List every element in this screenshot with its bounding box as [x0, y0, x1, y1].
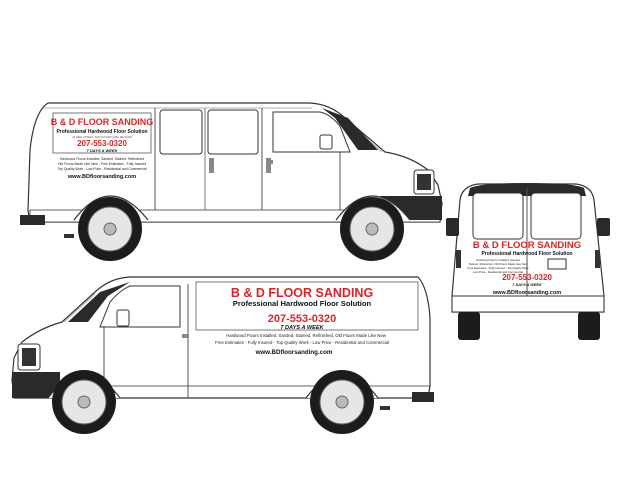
- rear-company-name: B & D FLOOR SANDING: [473, 240, 581, 251]
- side-company-name: B & D FLOOR SANDING: [231, 286, 373, 300]
- top-phone: 207-553-0320: [77, 139, 127, 148]
- top-services-2: Old Floors Made Like New - Free Estimate…: [58, 162, 146, 166]
- rear-services-1: Hardwood Floors Installed, Sanded: [476, 258, 520, 262]
- wheel-rear: [78, 197, 142, 261]
- side-phone: 207-553-0320: [268, 313, 337, 325]
- top-tagline: Professional Hardwood Floor Solution: [56, 129, 147, 135]
- top-hours: 7 DAYS A WEEK: [87, 148, 119, 153]
- top-company-name: B & D FLOOR SANDING: [51, 117, 154, 127]
- top-services-3: Top Quality Work - Low Price - Residenti…: [57, 167, 146, 171]
- rear-services-2: Stained, Refinished, Old Floors Made Lik…: [469, 262, 529, 266]
- rear-website: www.BDfloorsanding.com: [492, 290, 561, 296]
- rear-hours: 7 DAYS A WEEK: [512, 283, 542, 287]
- wheel-rear-left: [310, 370, 374, 434]
- side-services-1: Hardwood Floors Installed, Sanded, Stain…: [226, 333, 387, 338]
- side-hours: 7 DAYS A WEEK: [280, 325, 324, 331]
- side-tagline: Professional Hardwood Floor Solution: [233, 299, 372, 308]
- rear-services-3: Free Estimates - Fully Insured - Top Qua…: [468, 266, 530, 270]
- rear-services-4: Low Price - Residential and Commercial: [473, 270, 523, 274]
- wheel-front-left: [52, 370, 116, 434]
- van-side-view-right: B & D FLOOR SANDING Professional Hardwoo…: [20, 102, 443, 261]
- rear-tagline: Professional Hardwood Floor Solution: [481, 251, 572, 257]
- van-rear-view: B & D FLOOR SANDING Professional Hardwoo…: [446, 183, 610, 340]
- top-address: 23 HEEL STREET, SOUTH PORTLAND, ME 04106: [72, 135, 132, 139]
- van-side-view-left: B & D FLOOR SANDING Professional Hardwoo…: [11, 276, 434, 434]
- top-services-1: Hardwood Floors Installed, Sanded, Stain…: [60, 157, 144, 161]
- side-services-2: Free Estimates - Fully Insured - Top Qua…: [215, 340, 389, 345]
- side-website: www.BDfloorsanding.com: [255, 349, 333, 356]
- top-website: www.BDfloorsanding.com: [67, 174, 136, 180]
- wheel-front: [340, 197, 404, 261]
- rear-phone: 207-553-0320: [502, 273, 552, 282]
